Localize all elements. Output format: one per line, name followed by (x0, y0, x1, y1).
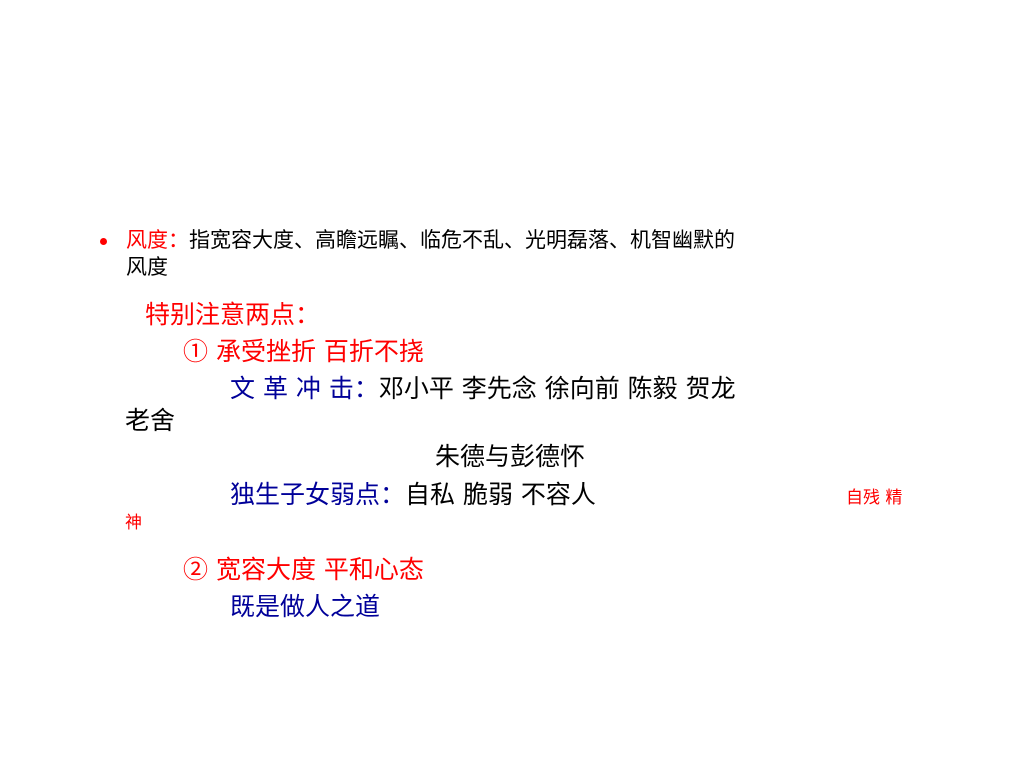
notice-heading: 特别注意两点： (145, 300, 321, 329)
point-2-title: ② 宽容大度 平和心态 (183, 555, 424, 584)
cultural-revolution-label: 文 革 冲 击： (230, 374, 379, 403)
definition-line-1: 风度：指宽容大度、高瞻远瞩、临危不乱、光明磊落、机智幽默的 (126, 228, 735, 252)
definition-text: 指宽容大度、高瞻远瞩、临危不乱、光明磊落、机智幽默的 (189, 228, 735, 252)
cultural-revolution-names-2: 朱德与彭德怀 (435, 442, 586, 471)
side-note-line-2: 神 (125, 513, 142, 533)
point-1-title: ① 承受挫折 百折不挠 (183, 337, 424, 366)
side-note-line-1: 自残 精 (846, 488, 903, 508)
term-label: 风度： (126, 228, 189, 252)
cultural-revolution-names: 邓小平 李先念 徐向前 陈毅 贺龙 (378, 374, 736, 403)
only-child-line: 独生子女弱点：自私 脆弱 不容人 (230, 480, 596, 510)
bullet-icon (100, 238, 107, 245)
cultural-revolution-wrap: 老舍 (125, 406, 176, 435)
only-child-label: 独生子女弱点： (230, 480, 406, 509)
cultural-revolution-line: 文 革 冲 击：邓小平 李先念 徐向前 陈毅 贺龙 (230, 374, 736, 404)
point-2-subtitle: 既是做人之道 (230, 592, 381, 621)
only-child-traits: 自私 脆弱 不容人 (405, 480, 596, 509)
definition-line-2: 风度 (126, 255, 168, 279)
